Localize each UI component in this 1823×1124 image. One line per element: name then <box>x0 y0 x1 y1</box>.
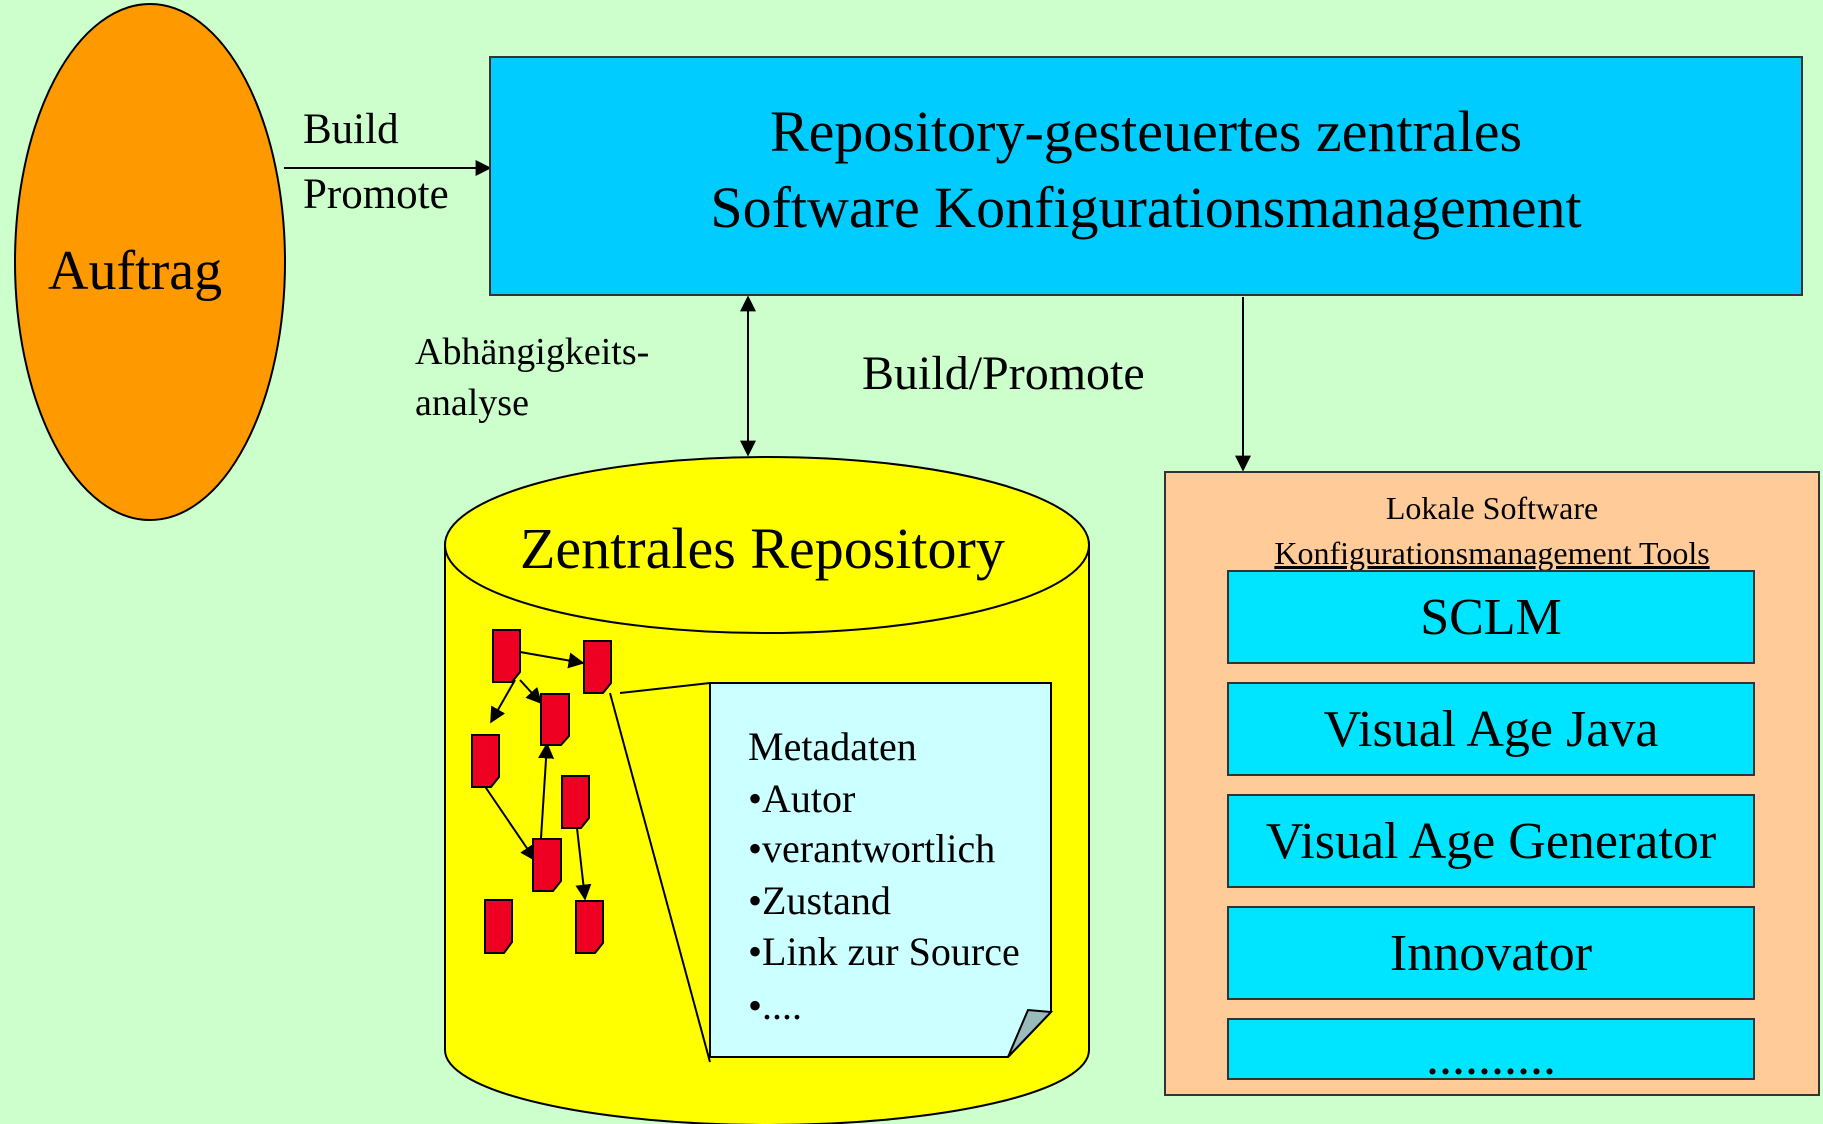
graph-node <box>561 775 590 829</box>
tool-box-sclm: SCLM <box>1227 570 1755 664</box>
graph-node <box>484 899 513 954</box>
metadata-item: •Link zur Source <box>748 929 1020 974</box>
repository-title: Zentrales Repository <box>520 516 1005 581</box>
metadata-item: •Autor <box>748 776 856 821</box>
arrow-build-label: Build <box>303 106 399 153</box>
graph-edge <box>519 651 585 669</box>
tool-box-visual-age-java: Visual Age Java <box>1227 682 1755 776</box>
arrow-promote-label: Promote <box>303 171 449 218</box>
auftrag-ellipse <box>14 3 286 521</box>
callout-line-bottom <box>609 692 711 1063</box>
graph-edge <box>538 742 555 839</box>
graph-node <box>583 640 612 694</box>
central-scm-title-line1: Repository-gesteuertes zentrales <box>769 99 1523 164</box>
graph-edge <box>575 827 592 901</box>
metadata-title: Metadaten <box>748 724 917 769</box>
central-scm-box <box>489 56 1803 296</box>
auftrag-label: Auftrag <box>48 240 223 302</box>
graph-node <box>532 838 562 892</box>
graph-node <box>492 629 521 683</box>
repository-top <box>444 456 1090 634</box>
graph-edge <box>483 784 536 862</box>
tool-box-more: .......... <box>1227 1018 1755 1086</box>
tool-box-visual-age-generator: Visual Age Generator <box>1227 794 1755 888</box>
graph-node <box>471 734 500 788</box>
metadata-page-fold <box>1007 1008 1054 1058</box>
graph-node <box>540 693 570 746</box>
build-promote-label: Build/Promote <box>862 347 1145 400</box>
central-scm-title-line2: Software Konfigurationsmanagement <box>710 175 1582 240</box>
graph-edge <box>519 679 543 705</box>
metadata-item: •.... <box>748 983 803 1028</box>
dependency-analysis-line2: analyse <box>415 382 529 424</box>
graph-edge <box>490 679 516 724</box>
graph-node <box>575 900 604 954</box>
callout-line-top <box>619 682 711 694</box>
dependency-analysis-line1: Abhängigkeits- <box>415 331 650 373</box>
local-tools-title-line2: Konfigurationsmanagement Tools <box>1274 535 1710 571</box>
tool-box-innovator: Innovator <box>1227 906 1755 1000</box>
metadata-item: •verantwortlich <box>748 826 996 871</box>
metadata-item: •Zustand <box>748 878 891 923</box>
local-tools-title-line1: Lokale Software <box>1385 490 1599 526</box>
